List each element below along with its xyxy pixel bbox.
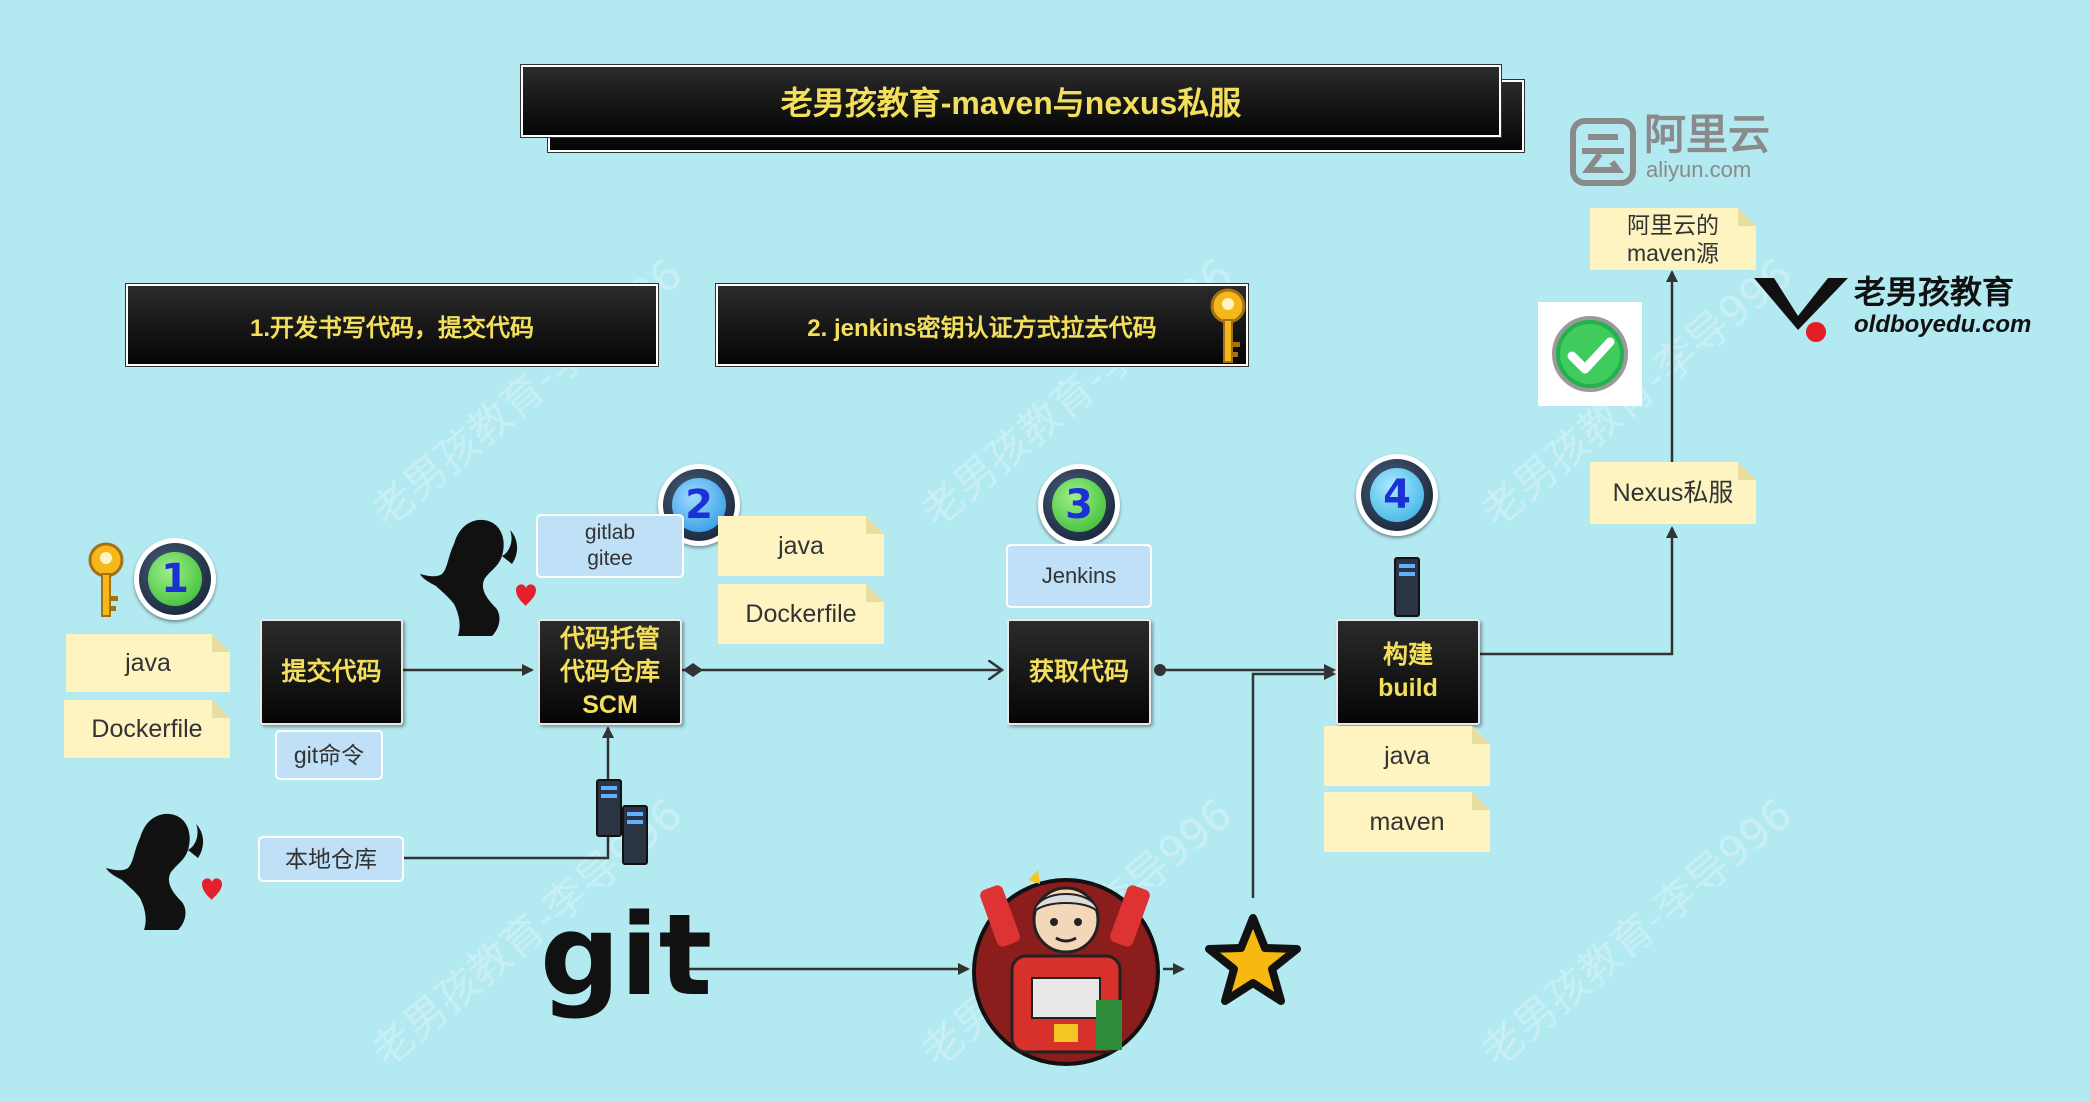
step-badge-1: 1 xyxy=(134,538,216,620)
note-maven: maven xyxy=(1324,792,1490,852)
oldboy-logo-en: oldboyedu.com xyxy=(1854,311,2032,338)
check-icon-box xyxy=(1538,302,1642,406)
diamond-marker xyxy=(683,663,703,677)
step2-header: 2. jenkins密钥认证方式拉去代码 xyxy=(716,284,1248,366)
step-badge-4: 4 xyxy=(1356,454,1438,536)
note-dockerfile: Dockerfile xyxy=(718,584,884,644)
build-node: 构建 build xyxy=(1336,619,1480,725)
aliyun-logo-cn: 阿里云 xyxy=(1644,111,1771,158)
note-text: Dockerfile xyxy=(91,715,203,743)
aliyun-maven-note: 阿里云的 maven源 xyxy=(1590,208,1756,270)
server-icon xyxy=(596,779,648,865)
badge-number: 1 xyxy=(148,552,202,606)
aliyun-logo-icon xyxy=(1570,118,1636,186)
jenkins-label: Jenkins xyxy=(1006,544,1152,608)
edge-build-to-nexus xyxy=(1477,526,1678,656)
node-line: SCM xyxy=(582,690,638,719)
git-command-label: git命令 xyxy=(275,730,383,780)
oldboy-logo-icon xyxy=(1754,278,1848,342)
step-badge-3: 3 xyxy=(1038,464,1120,546)
key-icon xyxy=(1210,288,1246,363)
commit-code-node: 提交代码 xyxy=(260,619,403,725)
label-line: gitlab xyxy=(584,521,636,544)
check-icon xyxy=(1552,316,1628,392)
label-text: 本地仓库 xyxy=(285,846,377,872)
page-title: 老男孩教育-maven与nexus私服 xyxy=(521,65,1501,137)
dot-marker xyxy=(1154,664,1166,676)
gitlab-gitee-label: gitlab gitee xyxy=(536,514,684,578)
page-title-text: 老男孩教育-maven与nexus私服 xyxy=(780,85,1242,121)
edge-star-to-build xyxy=(1251,668,1336,898)
git-logo-text: git xyxy=(540,891,713,1021)
label-text: git命令 xyxy=(293,742,365,768)
server-icon xyxy=(1394,557,1420,617)
edge-local-to-scm xyxy=(403,726,614,860)
fetch-code-node: 获取代码 xyxy=(1007,619,1151,725)
note-java: java xyxy=(66,634,230,692)
note-java: java xyxy=(718,516,884,576)
woman-silhouette-icon xyxy=(420,519,536,636)
node-line: build xyxy=(1378,674,1438,702)
git-logo: git xyxy=(540,900,712,1012)
note-dockerfile: Dockerfile xyxy=(64,700,230,758)
oldboy-logo-cn: 老男孩教育 xyxy=(1854,274,2015,310)
aliyun-logo-en: aliyun.com xyxy=(1646,157,1752,182)
label-text: Jenkins xyxy=(1041,563,1117,588)
node-text: 提交代码 xyxy=(281,657,382,686)
node-line: 构建 xyxy=(1382,641,1433,669)
key-icon xyxy=(88,542,124,617)
local-repo-label: 本地仓库 xyxy=(258,836,404,882)
step1-header: 1.开发书写代码，提交代码 xyxy=(126,284,658,366)
label-line: gitee xyxy=(587,547,633,570)
note-text: java xyxy=(1384,742,1430,770)
nexus-note: Nexus私服 xyxy=(1590,462,1756,524)
oldboy-logo: 老男孩教育 oldboyedu.com xyxy=(1752,270,2031,348)
aliyun-logo: 阿里云 aliyun.com xyxy=(1570,112,1780,188)
note-text: java xyxy=(778,532,824,560)
star-icon xyxy=(1205,914,1301,1005)
badge-number: 4 xyxy=(1370,468,1424,522)
badge-number: 3 xyxy=(1052,478,1106,532)
note-text: Nexus私服 xyxy=(1612,479,1734,507)
scm-node: 代码托管 代码仓库 SCM xyxy=(538,619,682,725)
note-text: Dockerfile xyxy=(745,600,857,628)
jenkins-mascot-icon xyxy=(972,870,1160,1066)
step2-text: 2. jenkins密钥认证方式拉去代码 xyxy=(807,314,1157,342)
node-line: 代码托管 xyxy=(559,624,660,653)
woman-silhouette-icon xyxy=(106,813,222,930)
step1-text: 1.开发书写代码，提交代码 xyxy=(249,314,534,342)
note-line: 阿里云的 xyxy=(1627,212,1719,238)
note-text: java xyxy=(125,649,171,677)
node-text: 获取代码 xyxy=(1028,657,1129,686)
note-java: java xyxy=(1324,726,1490,786)
note-text: maven xyxy=(1369,808,1445,836)
node-line: 代码仓库 xyxy=(559,657,660,686)
note-line: maven源 xyxy=(1626,240,1720,266)
